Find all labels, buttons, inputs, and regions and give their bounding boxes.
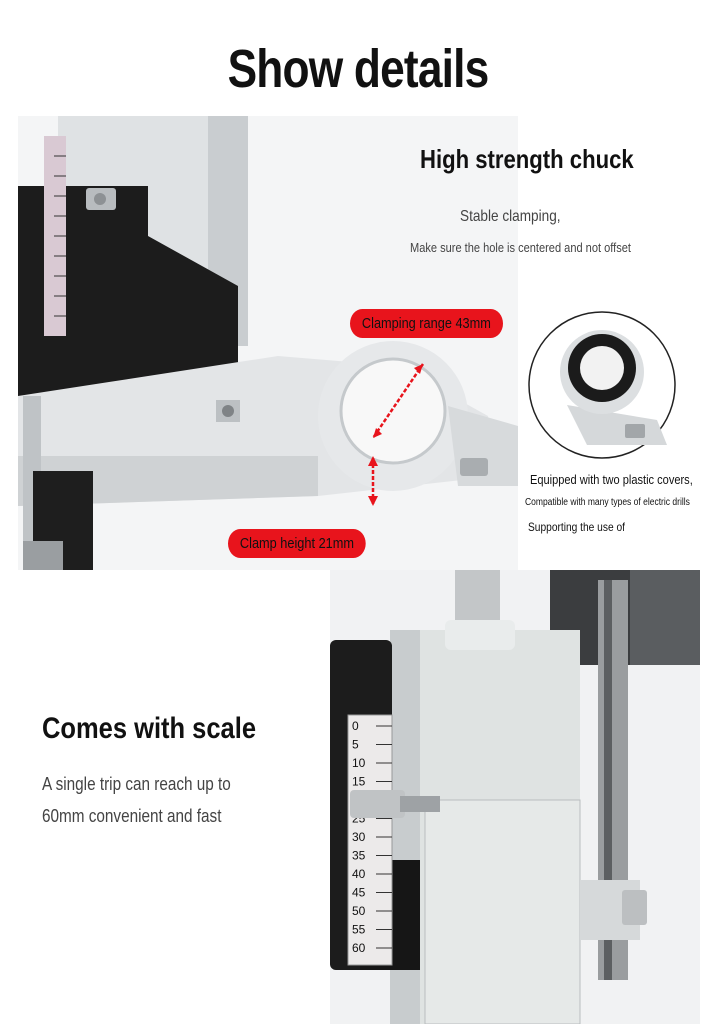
ruler-tick-label: 5	[352, 738, 359, 752]
drill-stand-scale-photo: 051015202530354045505560	[330, 570, 700, 1024]
chuck-line-2: Make sure the hole is centered and not o…	[410, 240, 631, 255]
ruler-tick-label: 30	[352, 830, 366, 844]
ruler-tick-label: 40	[352, 867, 366, 881]
clamping-range-label: Clamping range 43mm	[350, 309, 503, 338]
page-title: Show details	[227, 39, 490, 99]
chuck-title: High strength chuck	[420, 144, 634, 174]
chuck-line-1: Stable clamping,	[460, 208, 561, 225]
ruler-tick-label: 35	[352, 849, 366, 863]
scale-line-1: A single trip can reach up to	[42, 774, 231, 794]
ruler-tick-label: 50	[352, 904, 366, 918]
ruler-tick-label: 45	[352, 886, 366, 900]
plastic-cover-inset-photo	[528, 311, 676, 459]
ruler-tick-label: 55	[352, 923, 366, 937]
ruler-tick-label: 10	[352, 756, 366, 770]
ruler-tick-label: 0	[352, 719, 359, 733]
scale-title: Comes with scale	[42, 712, 257, 745]
clamp-height-label: Clamp height 21mm	[228, 529, 366, 558]
ruler-tick-label: 60	[352, 941, 366, 955]
covers-line-2: Compatible with many types of electric d…	[525, 497, 690, 508]
covers-line-3: Supporting the use of	[528, 520, 625, 534]
scale-line-2: 60mm convenient and fast	[42, 806, 222, 826]
ruler-tick-label: 15	[352, 775, 366, 789]
ruler-labels: 051015202530354045505560	[352, 719, 392, 955]
covers-line-1: Equipped with two plastic covers,	[530, 472, 693, 487]
drill-stand-clamp-photo	[18, 116, 518, 570]
